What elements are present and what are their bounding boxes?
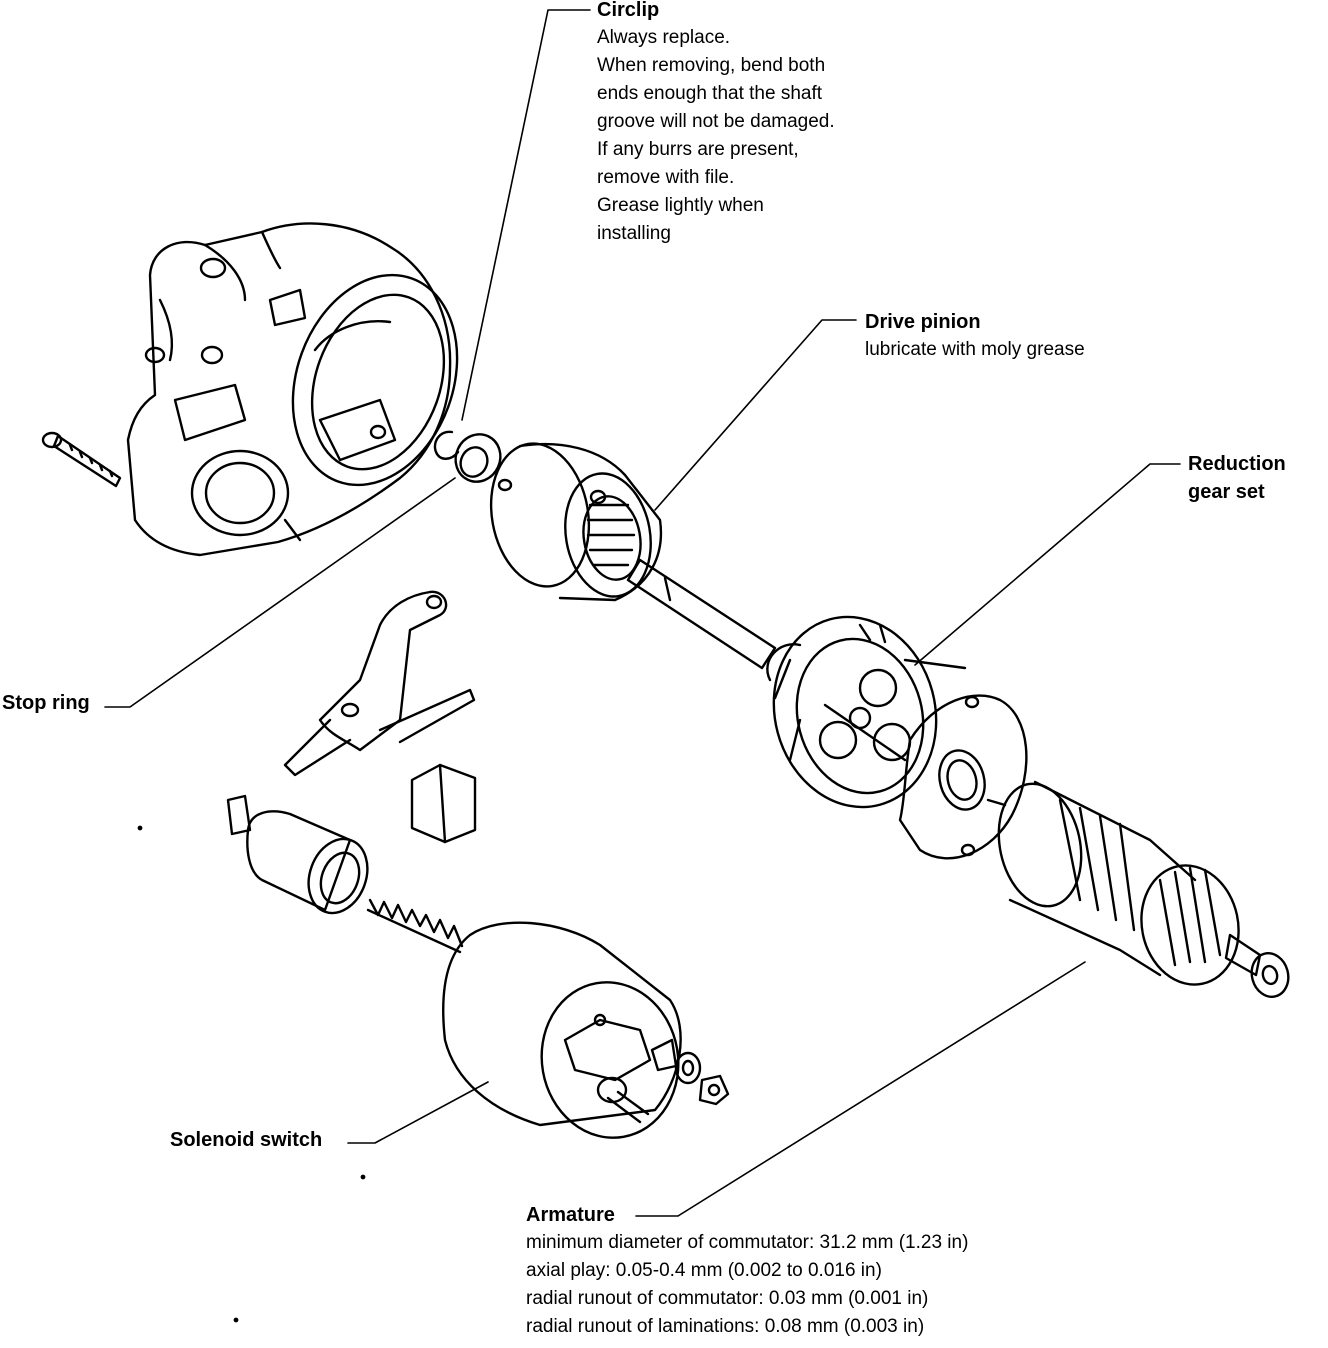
circlip-note-2: When removing, bend both	[597, 55, 826, 76]
circlip-leader	[461, 9, 591, 421]
print-speck	[233, 1317, 239, 1323]
armature-spec-1: minimum diameter of commutator: 31.2 mm …	[526, 1232, 969, 1253]
circlip-note-7: Grease lightly when	[597, 195, 764, 216]
stop-ring	[454, 433, 502, 483]
return-spring	[366, 898, 464, 954]
stop-ring-leader	[104, 477, 456, 708]
circlip-note-1: Always replace.	[597, 27, 731, 48]
reduction-gear-title-2: gear set	[1188, 481, 1265, 503]
armature-callout: Armature minimum diameter of commutator:…	[526, 1201, 968, 1341]
drive-pinion-callout: Drive pinion lubricate with moly grease	[865, 308, 1085, 364]
shift-lever	[283, 590, 476, 777]
rubber-block	[410, 763, 477, 844]
drive-end-housing	[126, 222, 459, 557]
leader-lines	[104, 9, 1181, 1217]
circlip-note-8: installing	[597, 223, 671, 244]
armature-spec-2: axial play: 0.05-0.4 mm (0.002 to 0.016 …	[526, 1260, 882, 1281]
pinion-shaft	[626, 558, 777, 670]
armature-spec-4: radial runout of laminations: 0.08 mm (0…	[526, 1316, 925, 1337]
print-speck	[137, 825, 143, 831]
circlip-note-4: groove will not be damaged.	[597, 111, 835, 132]
drive-pinion-note: lubricate with moly grease	[865, 339, 1085, 360]
plunger	[226, 794, 369, 915]
armature-leader	[635, 961, 1086, 1217]
armature-title: Armature	[526, 1204, 615, 1226]
solenoid-leader	[347, 1081, 489, 1144]
gear-housing-plate	[898, 694, 1028, 860]
armature	[986, 780, 1290, 998]
drive-pinion-leader	[654, 319, 857, 511]
reduction-gear-callout: Reduction gear set	[1188, 450, 1286, 506]
reduction-gear-title-1: Reduction	[1188, 453, 1286, 475]
stop-ring-title: Stop ring	[2, 692, 90, 714]
circlip-note-5: If any burrs are present,	[597, 139, 799, 160]
reduction-leader	[914, 463, 1181, 666]
drive-pinion-assembly	[489, 442, 663, 602]
armature-spec-3: radial runout of commutator: 0.03 mm (0.…	[526, 1288, 929, 1309]
solenoid-switch	[442, 921, 730, 1139]
circlip	[433, 430, 460, 460]
drive-pinion-title: Drive pinion	[865, 311, 981, 333]
circlip-callout: Circlip Always replace. When removing, b…	[597, 0, 835, 248]
solenoid-switch-title: Solenoid switch	[170, 1129, 323, 1151]
print-speck	[360, 1174, 366, 1180]
through-bolt	[41, 431, 122, 488]
circlip-title: Circlip	[597, 0, 660, 21]
circlip-note-3: ends enough that the shaft	[597, 83, 823, 104]
circlip-note-6: remove with file.	[597, 167, 735, 188]
